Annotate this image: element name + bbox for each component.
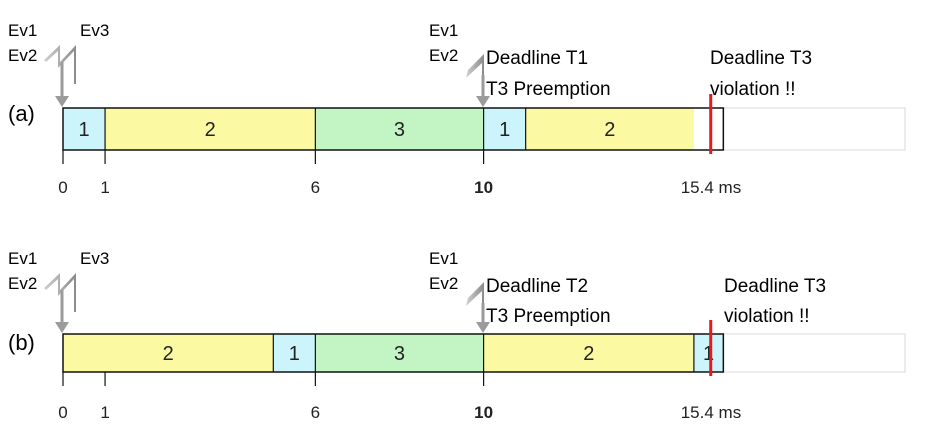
axis-tick-label: 10 (474, 403, 493, 422)
task-segment-label: 1 (289, 343, 300, 365)
lightning-arrow-icon-start-b (44, 273, 76, 312)
task-segment (525, 108, 694, 150)
task-segment-label: 3 (394, 343, 405, 365)
lightning-arrow-icon-mid-a (466, 54, 484, 80)
idle-region (722, 333, 906, 373)
axis-tick-label: 15.4 ms (681, 403, 741, 422)
axis-tick-label: 0 (58, 403, 67, 422)
axis-tick-label: 15.4 ms (681, 178, 741, 197)
axis-tick-label: 6 (311, 178, 320, 197)
arrow-head-mid-a (476, 96, 490, 107)
task-segment (315, 108, 484, 150)
busy-outline (62, 107, 725, 151)
task-segment-label: 1 (703, 343, 714, 365)
event-ev3-b: Ev3 (80, 249, 109, 268)
panel-a: Ev1 Ev2 Ev3 (a) Ev1 Ev2 Deadline T1 T3 P… (8, 21, 906, 197)
task-segment (483, 108, 526, 150)
task-segment (693, 334, 724, 372)
event-ev2-start-b: Ev2 (8, 274, 37, 293)
timeline-bar-a: 1 2 3 1 2 (62, 94, 906, 154)
task-segment (63, 334, 274, 372)
event-ev1-mid-a: Ev1 (429, 21, 458, 40)
task-segment-label: 2 (583, 343, 594, 365)
axis-tick-label: 0 (58, 178, 67, 197)
event-ev1-start-b: Ev1 (8, 249, 37, 268)
task-segment-label: 1 (499, 119, 510, 141)
event-ev2-mid-b: Ev2 (429, 274, 458, 293)
axis-tick-label: 1 (100, 403, 109, 422)
annotation-violation-a: violation !! (710, 79, 796, 100)
annotation-violation-b: violation !! (724, 306, 810, 327)
axis-tick-label: 6 (311, 403, 320, 422)
annotation-deadline-t3-b: Deadline T3 (724, 276, 826, 297)
annotation-t3-preemption-b: T3 Preemption (486, 306, 611, 327)
event-ev3-a: Ev3 (80, 21, 109, 40)
event-ev1-mid-b: Ev1 (429, 249, 458, 268)
task-segment (315, 334, 484, 372)
task-segment-label: 1 (78, 119, 89, 141)
annotation-deadline-t3-a: Deadline T3 (710, 48, 812, 69)
task-segment (273, 334, 316, 372)
task-segment-label: 2 (604, 119, 615, 141)
timeline-axis-b: 0 1 6 10 15.4 ms (58, 372, 741, 422)
event-ev2-start-a: Ev2 (8, 46, 37, 65)
arrow-head-start-b (55, 322, 69, 333)
task-segment (105, 108, 316, 150)
arrow-head-mid-b (476, 322, 490, 333)
task-segment (483, 334, 694, 372)
panel-b: Ev1 Ev2 Ev3 (b) Ev1 Ev2 Deadline T2 T3 P… (8, 249, 906, 422)
axis-tick-label: 10 (474, 178, 493, 197)
idle-region (722, 107, 906, 151)
task-segment-label: 3 (394, 119, 405, 141)
annotation-deadline-t2: Deadline T2 (486, 276, 588, 297)
timeline-bar-b: 2 1 3 2 1 (62, 320, 906, 376)
timeline-axis-a: 0 1 6 10 15.4 ms (58, 150, 741, 197)
panel-label-a: (a) (8, 101, 35, 126)
busy-outline (62, 333, 725, 373)
annotation-deadline-t1: Deadline T1 (486, 48, 588, 69)
event-ev1-start-a: Ev1 (8, 21, 37, 40)
lightning-arrow-icon-start-a (44, 45, 76, 84)
event-ev2-mid-a: Ev2 (429, 46, 458, 65)
task-segment-label: 2 (205, 119, 216, 141)
task-segment-label: 2 (163, 343, 174, 365)
annotation-t3-preemption-a: T3 Preemption (486, 79, 611, 100)
task-segment (63, 108, 106, 150)
panel-label-b: (b) (8, 330, 35, 355)
arrow-head-start-a (55, 96, 69, 107)
axis-tick-label: 1 (100, 178, 109, 197)
lightning-arrow-icon-mid-b (466, 282, 484, 308)
